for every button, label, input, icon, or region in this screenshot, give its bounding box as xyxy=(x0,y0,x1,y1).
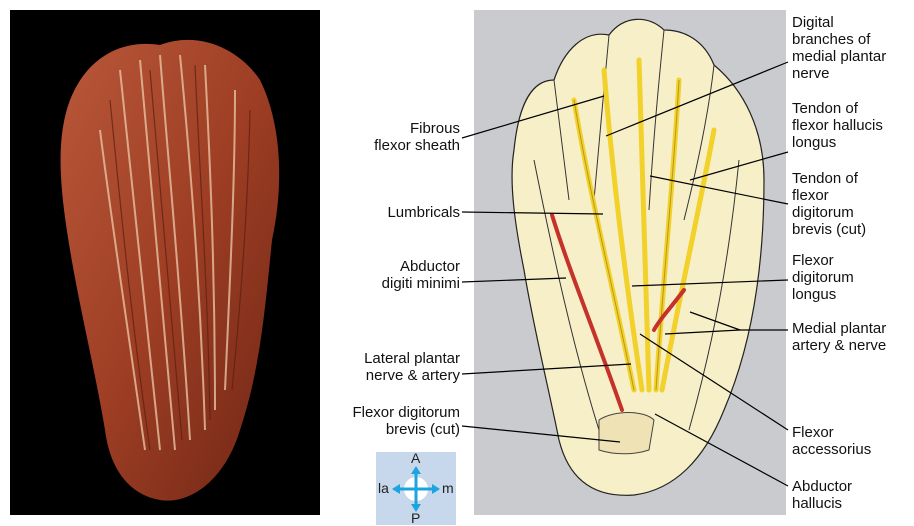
label-abductor-digiti-minimi: Abductor digiti minimi xyxy=(325,258,460,292)
label-flexor-digitorum-longus: Flexor digitorum longus xyxy=(792,252,854,303)
compass-medial: m xyxy=(442,480,454,496)
compass-lateral: la xyxy=(378,480,389,496)
compass-anterior: A xyxy=(411,450,420,466)
label-abductor-hallucis: Abductor hallucis xyxy=(792,478,852,512)
label-flexor-digitorum-brevis-cut: Flexor digitorum brevis (cut) xyxy=(310,404,460,438)
compass-posterior: P xyxy=(411,510,420,526)
label-fibrous-flexor-sheath: Fibrous flexor sheath xyxy=(325,120,460,154)
label-lumbricals: Lumbricals xyxy=(325,204,460,221)
label-flexor-accessorius: Flexor accessorius xyxy=(792,424,871,458)
label-lateral-plantar-nerve-artery: Lateral plantar nerve & artery xyxy=(325,350,460,384)
label-digital-branches-medial-plantar-nerve: Digital branches of medial plantar nerve xyxy=(792,14,886,82)
orientation-compass: A P la m xyxy=(376,452,456,525)
label-tendon-flexor-digitorum-brevis: Tendon of flexor digitorum brevis (cut) xyxy=(792,170,866,238)
label-tendon-flexor-hallucis-longus: Tendon of flexor hallucis longus xyxy=(792,100,883,151)
label-medial-plantar-artery-nerve: Medial plantar artery & nerve xyxy=(792,320,886,354)
